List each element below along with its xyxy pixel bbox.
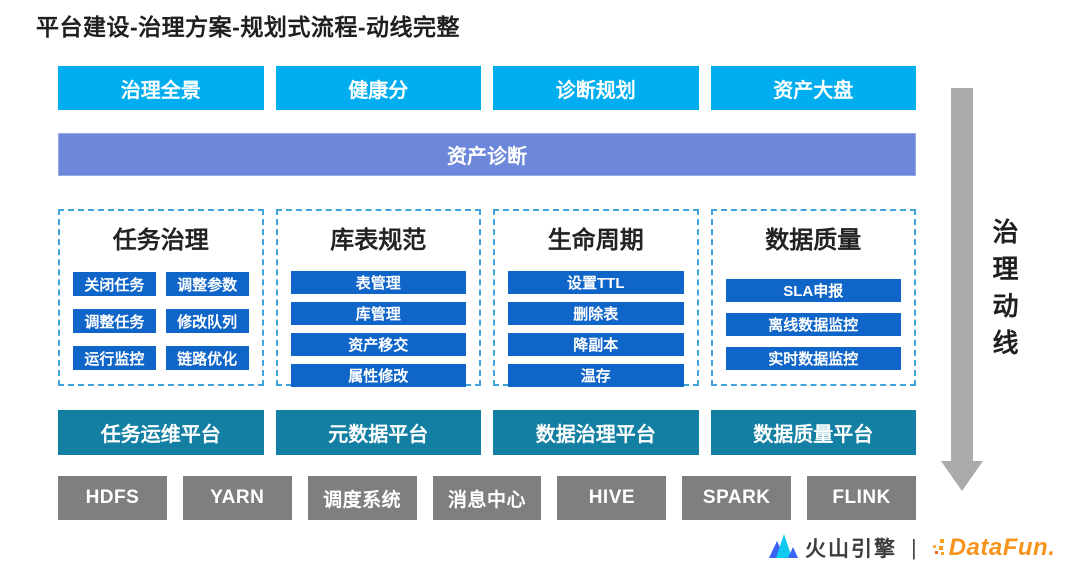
chip-table-mgmt: 表管理 bbox=[290, 271, 466, 294]
chip-runtime-monitor: 运行监控 bbox=[73, 346, 156, 370]
datafun-wordmark: DataFun. bbox=[948, 534, 1056, 561]
node-scheduler: 调度系统 bbox=[307, 476, 417, 520]
group-lifecycle: 生命周期 设置TTL 删除表 降副本 温存 bbox=[493, 209, 699, 387]
node-asset-diagnosis-banner: 资产诊断 bbox=[58, 133, 916, 176]
chip-drop-table: 删除表 bbox=[508, 302, 684, 325]
node-data-governance-platform: 数据治理平台 bbox=[493, 410, 699, 455]
group-items: 关闭任务 调整参数 调整任务 修改队列 运行监控 链路优化 bbox=[73, 272, 249, 370]
node-health-score: 健康分 bbox=[275, 66, 481, 110]
datafun-dots-icon bbox=[931, 537, 947, 562]
footer-logos: 火山引擎 | DataFun. bbox=[768, 531, 1055, 565]
group-task-governance: 任务治理 关闭任务 调整参数 调整任务 修改队列 运行监控 链路优化 bbox=[58, 209, 264, 386]
group-items: 设置TTL 删除表 降副本 温存 bbox=[508, 271, 684, 387]
chip-modify-queue: 修改队列 bbox=[165, 309, 249, 333]
group-items: SLA申报 离线数据监控 实时数据监控 bbox=[725, 279, 901, 370]
volcano-engine-logo: 火山引擎 bbox=[768, 532, 897, 565]
mountain-icon bbox=[768, 532, 798, 565]
chip-adjust-task: 调整任务 bbox=[73, 309, 156, 333]
chip-set-ttl: 设置TTL bbox=[508, 271, 684, 294]
chip-sla-declare: SLA申报 bbox=[725, 279, 901, 302]
group-title: 生命周期 bbox=[547, 227, 644, 254]
governance-groups-row: 任务治理 关闭任务 调整参数 调整任务 修改队列 运行监控 链路优化 库表规范 … bbox=[58, 209, 916, 387]
group-table-standard: 库表规范 表管理 库管理 资产移交 属性修改 bbox=[275, 209, 481, 387]
group-title: 数据质量 bbox=[765, 227, 862, 254]
node-hive: HIVE bbox=[557, 476, 667, 520]
group-title: 库表规范 bbox=[330, 227, 427, 254]
group-data-quality: 数据质量 SLA申报 离线数据监控 实时数据监控 bbox=[710, 209, 916, 386]
chip-warm-storage: 温存 bbox=[508, 364, 684, 387]
logo-separator: | bbox=[911, 535, 917, 560]
chip-link-optimize: 链路优化 bbox=[165, 346, 249, 370]
node-hdfs: HDFS bbox=[58, 476, 167, 520]
group-items: 表管理 库管理 资产移交 属性修改 bbox=[290, 271, 466, 387]
node-asset-dashboard: 资产大盘 bbox=[710, 66, 916, 110]
page-title: 平台建设-治理方案-规划式流程-动线完整 bbox=[36, 14, 460, 40]
diagram-main-column: 治理全景 健康分 诊断规划 资产大盘 资产诊断 任务治理 关闭任务 调整参数 调… bbox=[58, 66, 917, 520]
node-data-quality-platform: 数据质量平台 bbox=[710, 410, 916, 455]
volcano-engine-wordmark: 火山引擎 bbox=[805, 538, 897, 561]
down-arrow-icon bbox=[941, 88, 983, 491]
node-governance-panorama: 治理全景 bbox=[58, 66, 264, 110]
chip-reduce-replica: 降副本 bbox=[508, 333, 684, 356]
chip-db-mgmt: 库管理 bbox=[290, 302, 466, 325]
node-flink: FLINK bbox=[807, 476, 917, 520]
top-capability-row: 治理全景 健康分 诊断规划 资产大盘 bbox=[58, 66, 916, 110]
platform-row: 任务运维平台 元数据平台 数据治理平台 数据质量平台 bbox=[58, 410, 916, 455]
chip-attr-modify: 属性修改 bbox=[290, 364, 466, 387]
chip-asset-transfer: 资产移交 bbox=[290, 333, 466, 356]
infra-row: HDFS YARN 调度系统 消息中心 HIVE SPARK FLINK bbox=[58, 476, 917, 520]
node-spark: SPARK bbox=[682, 476, 792, 520]
chip-close-task: 关闭任务 bbox=[73, 272, 156, 296]
chip-realtime-monitor: 实时数据监控 bbox=[725, 347, 901, 370]
group-title: 任务治理 bbox=[112, 227, 209, 254]
node-task-ops-platform: 任务运维平台 bbox=[58, 410, 264, 455]
node-yarn: YARN bbox=[182, 476, 292, 520]
chip-adjust-params: 调整参数 bbox=[165, 272, 249, 296]
flow-axis-label: 治理动线 bbox=[989, 218, 1019, 366]
chip-offline-monitor: 离线数据监控 bbox=[725, 313, 901, 336]
node-message-center: 消息中心 bbox=[432, 476, 542, 520]
datafun-logo: DataFun. bbox=[931, 534, 1056, 562]
node-diagnosis-planning: 诊断规划 bbox=[493, 66, 699, 110]
node-metadata-platform: 元数据平台 bbox=[275, 410, 481, 455]
